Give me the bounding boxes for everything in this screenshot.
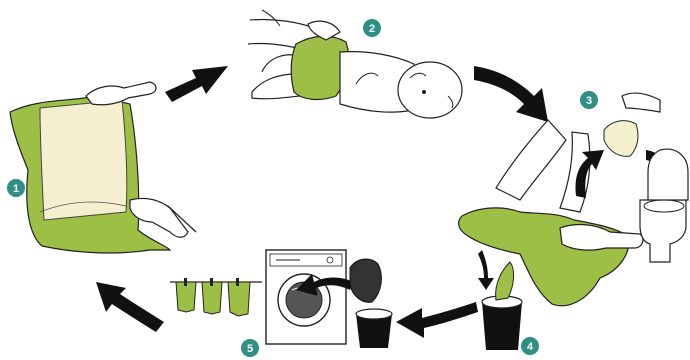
hand-top [86,82,156,105]
soiled-liner [604,121,638,157]
step-5-number: 5 [247,343,253,355]
arrow-step-1-to-2 [165,66,228,102]
step-1-number: 1 [13,183,19,195]
step-1-badge: 1 [7,179,25,197]
arrow-step-2-to-3 [474,66,548,122]
mesh-bag [350,259,381,302]
step-4-diaper-bucket-illustration [459,208,643,350]
step-2-baby-illustration [248,10,462,118]
step-5-badge: 5 [241,339,259,357]
step-2-badge: 2 [363,19,381,37]
step-3-number: 3 [586,95,592,107]
step-5-washing-illustration [170,250,392,348]
step-4-number: 4 [527,341,534,353]
diaper-bucket [482,302,522,350]
step-2-number: 2 [369,23,375,35]
step-1-open-diaper-illustration [10,82,196,253]
arrow-step-5-to-1 [96,282,164,332]
arrow-step-4-to-5 [396,302,478,338]
step-4-badge: 4 [521,337,539,355]
step-3-badge: 3 [580,91,598,109]
